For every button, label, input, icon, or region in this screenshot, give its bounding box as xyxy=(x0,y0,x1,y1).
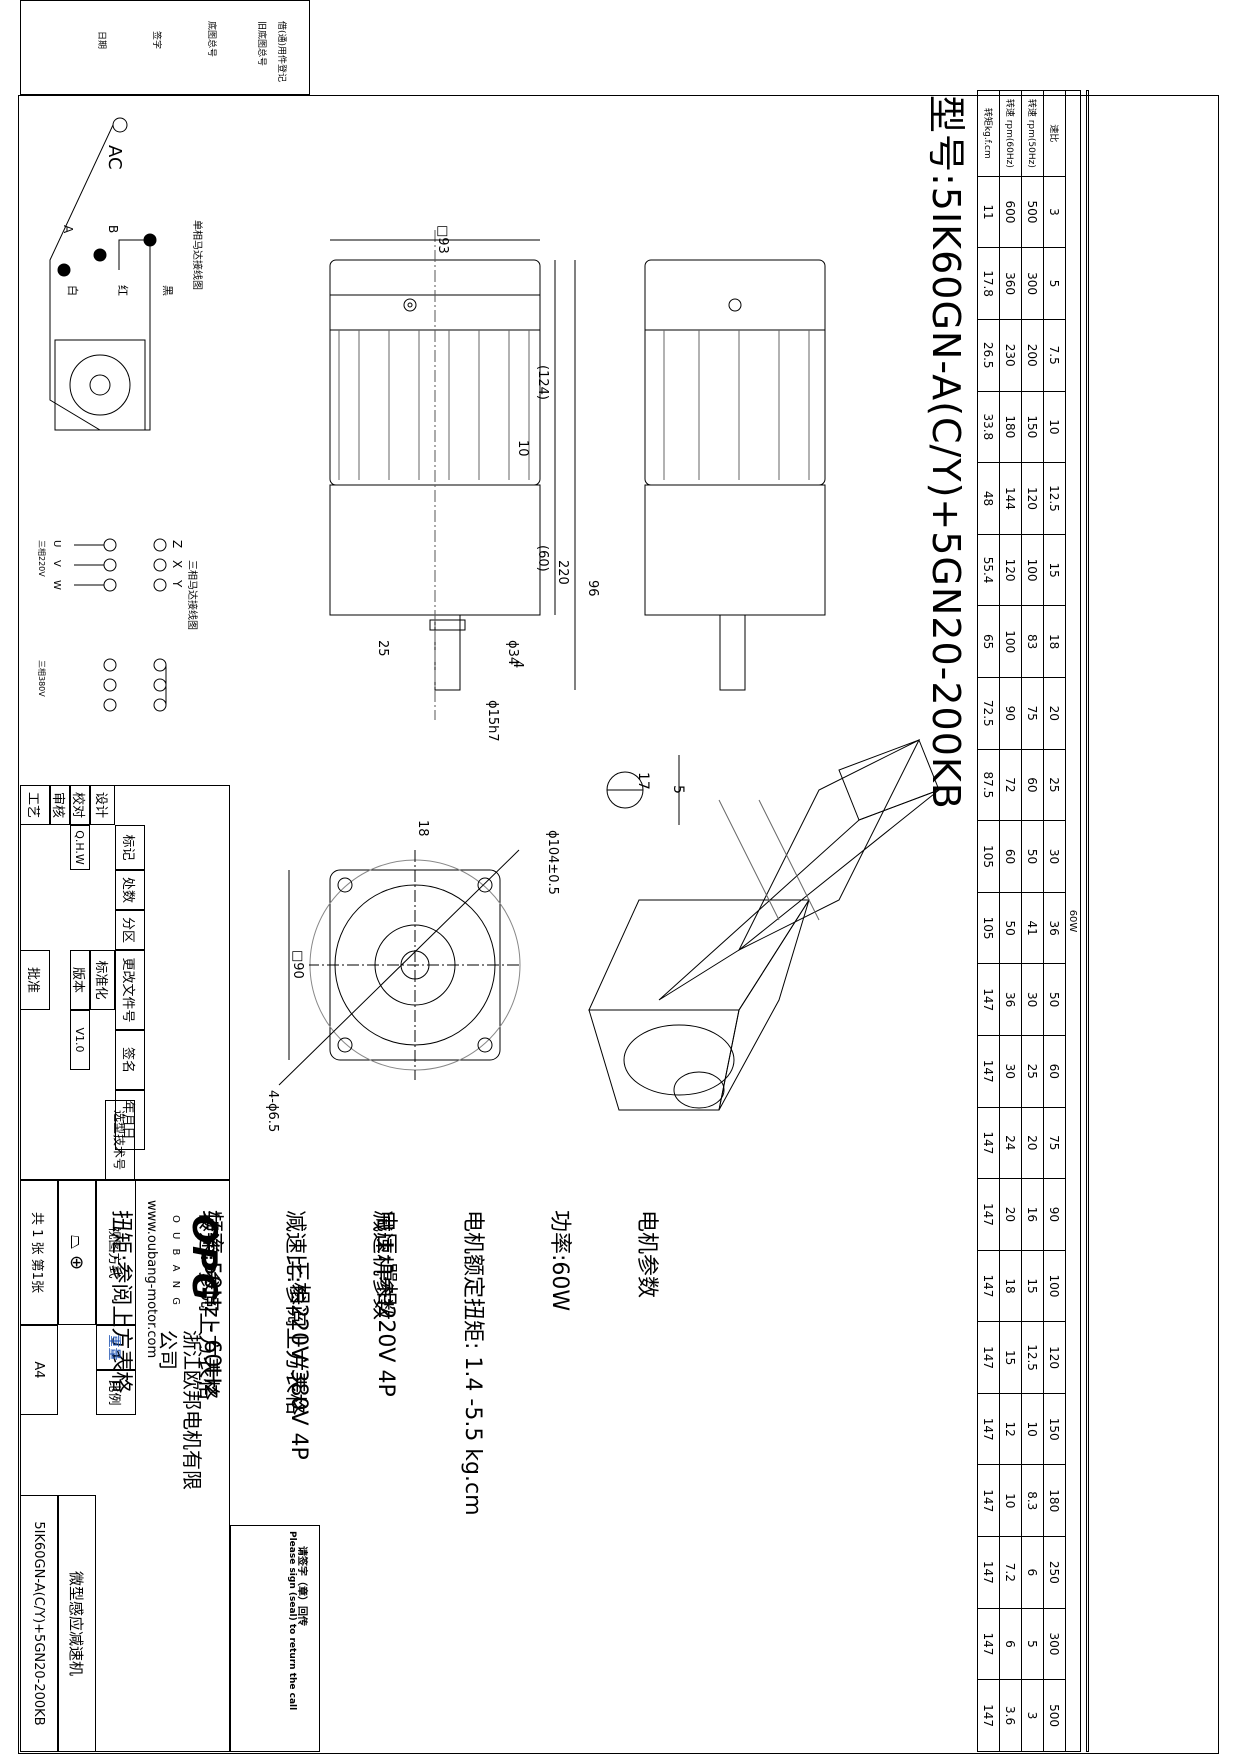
motor-params-heading: 电机参数 xyxy=(634,1210,659,1299)
z-label: Z xyxy=(170,540,184,548)
tb-check-name: Q.H.W xyxy=(70,825,90,870)
shaft-outline xyxy=(434,614,461,691)
tb-product: 微型感应减速机 xyxy=(58,1495,96,1752)
ac-label: AC xyxy=(104,145,125,170)
opg-logo: OPG xyxy=(184,1215,224,1303)
dim-5: 5 xyxy=(670,785,686,794)
tb-view-method: 视图方式 xyxy=(96,1180,136,1325)
key-detail xyxy=(606,755,680,825)
v220-label: 三相220V xyxy=(37,540,47,577)
tb-count: 处数 xyxy=(115,870,145,910)
tb-tech-no: 选型技术号 xyxy=(105,1100,135,1180)
side-view xyxy=(329,230,576,720)
tb-version: 版本 xyxy=(70,950,90,1010)
dim-15: ϕ15h7 xyxy=(485,700,500,742)
front-view xyxy=(278,849,521,1086)
projection-symbol: ⏢ ⊕ xyxy=(58,1180,96,1325)
y-label: Y xyxy=(170,579,184,588)
tb-paper: A4 xyxy=(20,1325,58,1415)
dim-18: 18 xyxy=(415,820,430,837)
tb-standard: 标准化 xyxy=(90,950,115,1010)
tb-change-doc: 更改文件号 xyxy=(115,950,145,1030)
dim-93: □93 xyxy=(435,225,450,254)
tb-model: 5IK60GN-A(C/Y)+5GN20-200KB xyxy=(20,1495,58,1752)
v-label: V xyxy=(51,560,62,567)
x-label: X xyxy=(170,560,184,568)
dim-60: (60) xyxy=(535,545,550,572)
tb-mark: 标记 xyxy=(115,825,145,870)
sign-en: Please sign (seal) to return the call xyxy=(287,1531,297,1711)
v380-label: 三相380V xyxy=(37,660,47,697)
tb-process: 工艺 xyxy=(20,785,50,825)
top-view xyxy=(644,259,826,691)
tb-zone: 分区 xyxy=(115,910,145,950)
single-phase-wiring xyxy=(49,117,157,431)
dim-90: □90 xyxy=(290,950,305,979)
three-phase-wiring xyxy=(74,538,167,712)
tb-review: 审核 xyxy=(50,785,70,825)
logo-subtext: O U B A N G xyxy=(170,1215,181,1309)
dim-124: (124) xyxy=(535,365,550,400)
wire-b-label: B xyxy=(106,225,120,233)
wire-a-label: A xyxy=(61,225,75,234)
dim-17: 17 xyxy=(635,772,651,790)
sign-cn: 请签字（章）回传 xyxy=(296,1546,307,1626)
tb-version-value: V1.0 xyxy=(70,1010,90,1070)
wire-red-label: 红 xyxy=(116,285,129,296)
isometric-view xyxy=(588,738,940,1111)
wire-white-label: 白 xyxy=(66,285,80,296)
single-phase-title: 单相马达接线图 xyxy=(191,220,204,290)
dim-4: 4 xyxy=(510,660,525,668)
rated-torque: 电机额定扭矩: 1.4 -5.5 kg.cm xyxy=(460,1210,485,1516)
tb-approve: 批准 xyxy=(20,950,50,1010)
tb-scale: 比例 xyxy=(96,1370,136,1415)
dim-34: ϕ34 xyxy=(505,640,520,665)
tb-design: 设计 xyxy=(90,785,115,825)
tb-sign: 签名 xyxy=(115,1030,145,1090)
dim-220: 220 xyxy=(555,560,570,585)
power: 功率:60W xyxy=(547,1210,572,1312)
three-phase-title: 三相马达接线图 xyxy=(186,560,199,630)
w-label: W xyxy=(51,580,62,590)
dim-6-5: 4-ϕ6.5 xyxy=(265,1090,280,1132)
reducer-params-heading: 减速机参数 xyxy=(369,1210,394,1321)
company-name: 浙江欧邦电机有限公司 xyxy=(156,1330,204,1490)
sign-box: 请签字（章）回传 Please sign (seal) to return th… xyxy=(230,1525,320,1752)
dim-104: ϕ104±0.5 xyxy=(545,830,560,895)
u-label: U xyxy=(51,540,62,547)
dim-96: 96 xyxy=(585,580,600,597)
tb-weight: 重量 xyxy=(96,1325,136,1370)
dim-10: 10 xyxy=(515,440,530,457)
wire-black-label: 黑 xyxy=(161,285,174,296)
tb-check: 校对 xyxy=(70,785,90,825)
reduction-ratio: 减速比:参阅上方表格 xyxy=(282,1210,307,1416)
tb-sheets: 共 1 张 第1张 xyxy=(20,1180,58,1325)
dim-25: 25 xyxy=(375,640,390,657)
